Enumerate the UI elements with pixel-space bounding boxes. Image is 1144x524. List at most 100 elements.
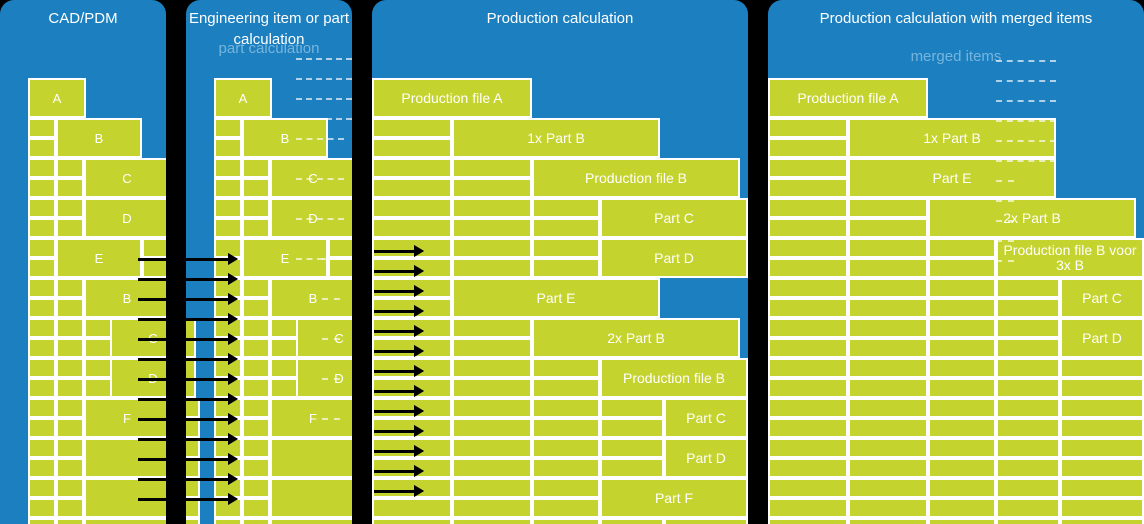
connector-arrow [138,498,228,501]
panel-title-production-calculation-merged: Production calculation with merged items [819,10,1093,27]
p3-stub-9-2-0 [532,438,600,458]
connector-arrow [374,350,414,353]
cad-node-11 [84,518,170,524]
connector-arrowhead [228,373,238,385]
ghost-row [296,178,344,180]
connector-arrowhead [228,413,238,425]
cad-stub-7-1-1 [56,378,84,398]
connector-arrow [374,290,414,293]
eng-stub-3-0-1 [214,218,242,238]
eng-stub-10-1-0 [242,478,270,498]
p4-stub-5-3-0 [996,278,1060,298]
cad-stub-8-0-1 [28,418,56,438]
p4-stub-2-0-0 [768,158,848,178]
p4-fill-438-1 [848,438,928,458]
ghost-row [296,98,352,100]
connector-arrow [374,450,414,453]
cad-stub-10-1-1 [56,498,84,518]
node-label: Part F [654,489,694,506]
node-label: B [122,290,132,306]
ghost-row [296,218,344,220]
cad-node-4: E [56,238,142,278]
cad-node-10 [84,478,170,518]
connector-arrow [374,310,414,313]
eng-stub-10-1-1 [242,498,270,518]
node-label: Part C [686,409,726,426]
p3-fillR-518 [664,518,748,524]
connector-arrowhead [414,425,424,437]
ghost-row [996,200,1014,202]
cad-stub-2-0-0 [28,158,56,178]
connector-arrowhead [228,393,238,405]
p4-fill-498-3 [996,498,1060,518]
connector-arrow [138,438,228,441]
ghost-row [322,278,340,280]
p3-fill-518-1 [452,518,532,524]
ghost-row [996,240,1014,242]
p4-stub-5-2-0 [928,278,996,298]
p3-stub-5-0-1 [372,298,452,318]
panel-gap [748,0,768,524]
eng-stub-2-0-1 [214,178,242,198]
p4-fill-398-2 [928,398,996,418]
p4-fill-458-1 [848,458,928,478]
p4-fill-378-1 [848,378,928,398]
connector-arrow [374,390,414,393]
eng-stub-7-2-1 [270,378,298,398]
node-label: Part C [654,209,694,226]
node-label: 2x Part B [607,329,665,346]
p4-fill-378-3 [996,378,1060,398]
ghost-row [322,418,340,420]
p3-stub-3-1-0 [452,198,532,218]
p4-fill-498-1 [848,498,928,518]
panel-gap [352,0,372,524]
p4-stub-6-3-0 [996,318,1060,338]
p3-node-8: Part C [664,398,748,438]
eng-stub-8-1-0 [242,398,270,418]
cad-stub-6-0-1 [28,338,56,358]
p3-stub-10-2-1 [532,498,600,518]
p3-stub-3-2-1 [532,218,600,238]
node-label: Part C [1082,289,1122,306]
cad-stub-6-0-0 [28,318,56,338]
p3-node-6: 2x Part B [532,318,740,358]
eng-stub-6-2-0 [270,318,298,338]
p3-stub-10-0-1 [372,498,452,518]
p4-stub-4-1-1 [848,258,928,278]
ghost-row [322,338,340,340]
connector-arrow [374,430,414,433]
ghost-row [996,260,1014,262]
eng-node-5: B [270,278,356,318]
connector-arrowhead [228,253,238,265]
connector-arrow [374,470,414,473]
node-label: Part E [932,169,972,186]
connector-arrowhead [414,385,424,397]
p3-stub-1-0-1 [372,138,452,158]
p3-stub-4-1-0 [452,238,532,258]
p3-stub-3-0-1 [372,218,452,238]
connector-arrowhead [414,465,424,477]
connector-arrowhead [228,453,238,465]
node-label: Production file B voor 3x B [1003,242,1137,273]
ghost-row [296,138,344,140]
cad-stub-4-0-1 [28,258,56,278]
ghost-row [322,358,340,360]
ghost-row [296,258,344,260]
p4-fill-398-3 [996,398,1060,418]
p3-stub-8-2-1 [532,418,600,438]
cad-stub-6-1-0 [56,318,84,338]
p4-stub-5-0-0 [768,278,848,298]
connector-arrowhead [414,325,424,337]
p3-stub-4-1-1 [452,258,532,278]
ghost-row [996,120,1056,122]
node-label: A [52,90,62,106]
panel-title-cad-pdm: CAD/PDM [48,10,118,27]
p3-stub-8-0-0 [372,398,452,418]
panel-title-engineering-item: Engineering item or part calculation [188,10,350,48]
eng-stub-8-1-1 [242,418,270,438]
cad-stub-8-0-0 [28,398,56,418]
p4-fill-438-0 [768,438,848,458]
p3-stub-9-3-0 [600,438,664,458]
eng-node-8: F [270,398,356,438]
